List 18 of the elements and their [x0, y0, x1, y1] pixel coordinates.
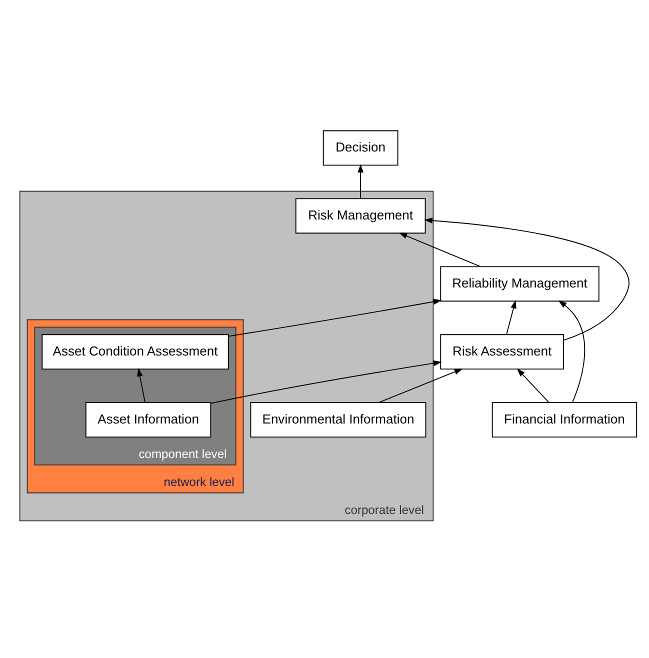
- node-box: Reliability Management: [440, 266, 600, 302]
- node-box: Risk Assessment: [440, 334, 564, 370]
- arrow: [228, 298, 442, 336]
- node-box: Asset Information: [85, 402, 212, 437]
- arrow: [398, 232, 481, 267]
- arrow: [516, 368, 550, 402]
- arrow: [378, 368, 463, 402]
- node-box: Risk Management: [295, 198, 426, 234]
- node-box: Decision: [322, 130, 398, 166]
- node-box: Asset Condition Assessment: [42, 334, 229, 370]
- arrow: [358, 164, 364, 199]
- arrow: [424, 217, 630, 340]
- node-box: Financial Information: [492, 402, 638, 437]
- node-box: Environmental Information: [250, 402, 426, 437]
- arrow: [137, 368, 146, 402]
- arrow: [210, 360, 442, 404]
- arrow: [506, 300, 516, 335]
- arrow: [558, 300, 586, 402]
